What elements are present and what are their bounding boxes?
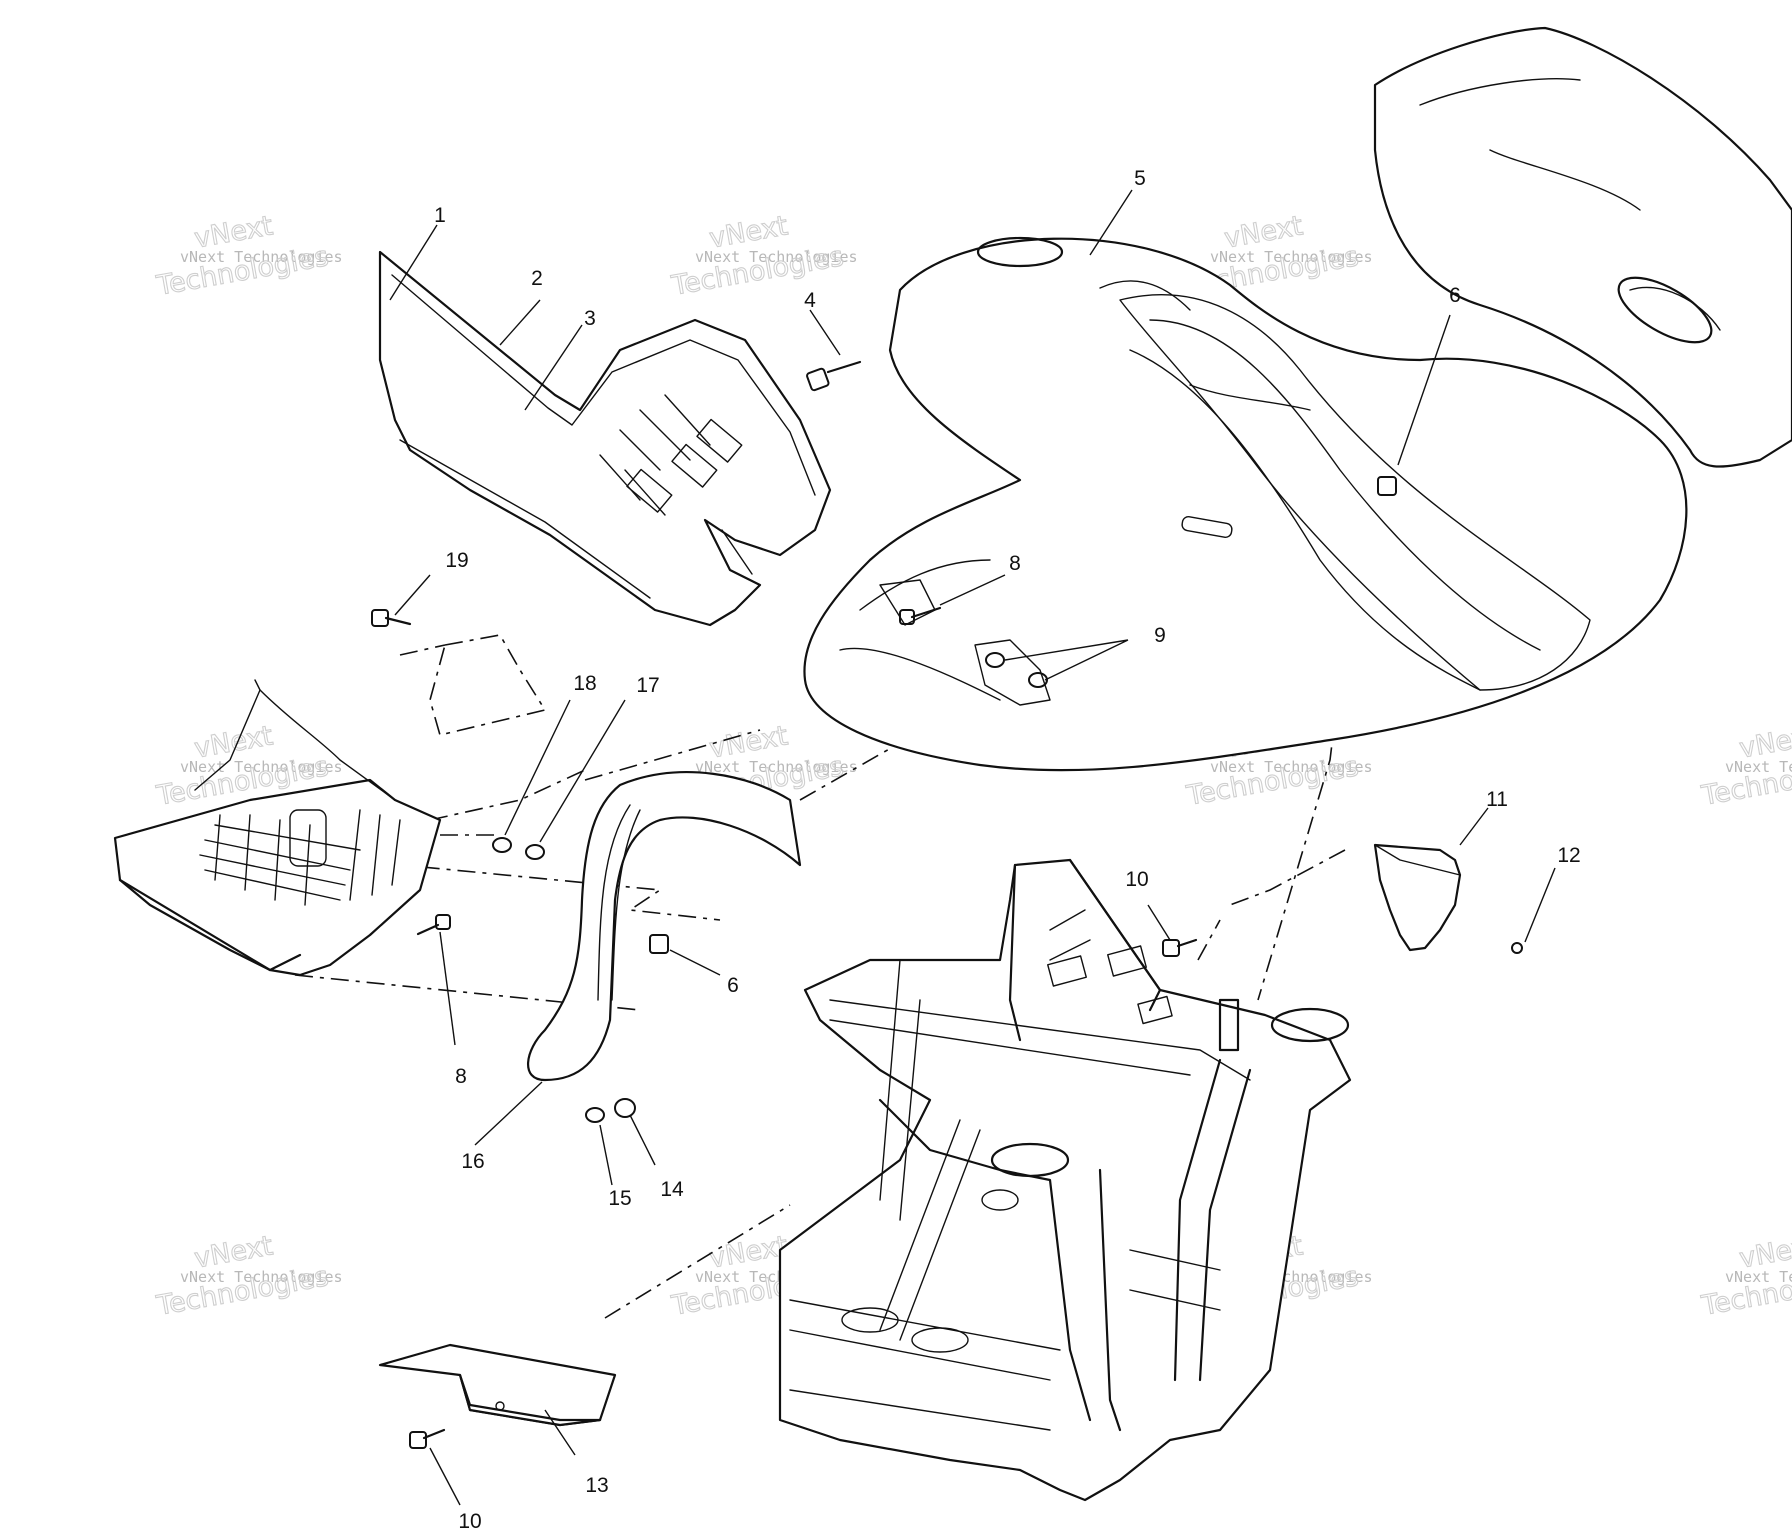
callout-label: 2 (531, 267, 543, 290)
watermark-small: vNext Technologies (1210, 248, 1373, 266)
frame (778, 858, 1352, 1502)
callout-label: 8 (455, 1065, 467, 1088)
side-panel (378, 250, 832, 627)
watermark: vNext vNext Technologies Technologies (153, 1230, 343, 1323)
callout-label: 11 (1486, 788, 1508, 811)
watermark-small: vNext Technologies (695, 758, 858, 776)
callout-label: 17 (636, 674, 659, 697)
mud-flap (527, 771, 802, 1082)
bolt-4 (806, 367, 830, 392)
bracket (1373, 843, 1462, 952)
callout-label: 12 (1557, 844, 1580, 867)
hardware (371, 360, 1523, 1449)
watermark: vNext vNext Technologies Technologies (1698, 720, 1792, 813)
heat-shield (378, 1343, 617, 1427)
seat (1373, 26, 1792, 468)
callout-label: 1 (434, 204, 446, 227)
callout-label: 14 (660, 1178, 684, 1201)
rear-fender (803, 236, 1688, 772)
watermark: vNext vNext Technologies Technologies (153, 210, 343, 303)
leader-lines (389, 189, 1556, 1506)
watermark-small: vNext Technologies (1725, 758, 1792, 776)
callout-label: 18 (573, 672, 596, 695)
watermark-small: vNext Technologies (180, 758, 343, 776)
callout-label: 10 (458, 1510, 481, 1533)
watermark-small: vNext Technologies (180, 248, 343, 266)
watermark-small: vNext Technologies (695, 248, 858, 266)
watermark-small: vNext Technologies (1725, 1268, 1792, 1286)
callout-label: 19 (445, 549, 468, 572)
dashed-bracket (399, 634, 547, 736)
callout-labels: 1 2 3 4 5 6 8 9 19 18 17 11 12 10 6 8 16… (434, 167, 1581, 1533)
callout-label: 6 (727, 974, 739, 997)
callout-label: 3 (584, 307, 596, 330)
callout-label: 5 (1134, 167, 1146, 190)
watermark-small: vNext Technologies (180, 1268, 343, 1286)
footrest (113, 679, 442, 977)
watermark: vNext vNext Technologies Technologies (668, 210, 858, 303)
callout-label: 8 (1009, 552, 1021, 575)
callout-label: 6 (1449, 284, 1461, 307)
watermark-small: vNext Technologies (1210, 758, 1373, 776)
callout-label: 10 (1125, 868, 1148, 891)
callout-label: 15 (608, 1187, 631, 1210)
callout-label: 9 (1154, 624, 1166, 647)
callout-label: 13 (585, 1474, 608, 1497)
callout-label: 4 (804, 289, 816, 312)
callout-label: 16 (461, 1150, 484, 1173)
watermark: vNext vNext Technologies Technologies (1698, 1230, 1792, 1323)
